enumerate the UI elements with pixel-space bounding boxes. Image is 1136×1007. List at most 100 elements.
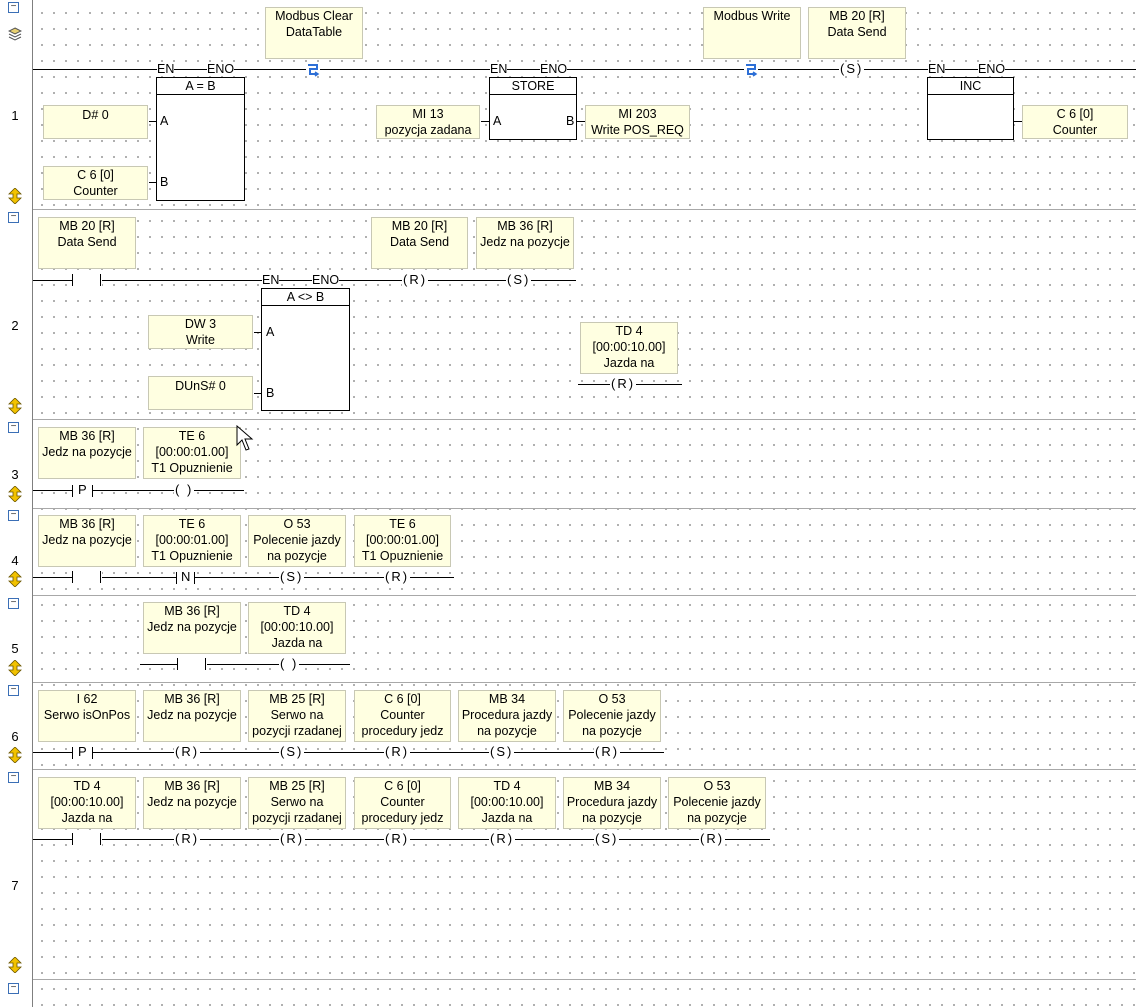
modbus-block-icon[interactable]	[743, 62, 759, 78]
vertical-resize-icon[interactable]	[8, 486, 22, 502]
collapse-minus-icon[interactable]: −	[8, 510, 19, 521]
layers-icon[interactable]	[8, 26, 22, 42]
pin-wire	[577, 121, 585, 122]
contact-variable[interactable]: MB 36 [R] Jedz na pozycje	[38, 515, 136, 567]
coil-variable[interactable]: C 6 [0] Counter procedury jedz	[354, 690, 451, 742]
compare-not-equal-block[interactable]: A <> B	[261, 288, 350, 411]
compare-equal-block[interactable]: A = B	[156, 77, 245, 201]
vertical-resize-icon[interactable]	[8, 957, 22, 973]
collapse-minus-icon[interactable]: −	[8, 598, 19, 609]
output-coil[interactable]: ( )	[279, 656, 300, 671]
input-variable[interactable]: C 6 [0] Counter	[43, 166, 148, 200]
branch-wire	[140, 664, 350, 665]
reset-coil[interactable]: (R)	[402, 272, 429, 287]
modbus-clear-label[interactable]: Modbus Clear DataTable	[265, 7, 363, 59]
vertical-resize-icon[interactable]	[8, 398, 22, 414]
reset-coil[interactable]: (R)	[384, 569, 411, 584]
power-rail	[33, 752, 664, 753]
reset-coil[interactable]: (R)	[610, 376, 637, 391]
normally-open-contact[interactable]	[72, 570, 102, 584]
normally-open-contact[interactable]	[72, 832, 102, 846]
collapse-minus-icon[interactable]: −	[8, 2, 19, 13]
set-coil[interactable]: (S)	[279, 744, 305, 759]
contact-variable[interactable]: MB 36 [R] Jedz na pozycje	[143, 602, 241, 654]
contact-variable[interactable]: MB 20 [R] Data Send	[38, 217, 136, 269]
pin-wire	[1014, 121, 1022, 122]
eno-label: ENO	[978, 62, 1006, 76]
modbus-write-label[interactable]: Modbus Write	[703, 7, 801, 59]
set-coil[interactable]: (S)	[489, 744, 515, 759]
reset-coil[interactable]: (R)	[384, 744, 411, 759]
vertical-resize-icon[interactable]	[8, 188, 22, 204]
contact-variable[interactable]: MB 36 [R] Jedz na pozycje	[38, 427, 136, 479]
output-variable[interactable]: C 6 [0] Counter	[1022, 105, 1128, 139]
coil-variable[interactable]: O 53 Polecenie jazdy na pozycje	[563, 690, 661, 742]
coil-variable[interactable]: C 6 [0] Counter procedury jedz	[354, 777, 451, 829]
coil-variable[interactable]: MB 36 [R] Jedz na pozycje	[476, 217, 574, 269]
block-title: A <> B	[262, 289, 349, 306]
collapse-minus-icon[interactable]: −	[8, 983, 19, 994]
coil-variable[interactable]: MB 36 [R] Jedz na pozycje	[143, 690, 241, 742]
mouse-pointer-icon	[236, 425, 254, 451]
set-coil[interactable]: (S)	[594, 831, 620, 846]
rung-separator	[33, 769, 1136, 770]
reset-coil[interactable]: (R)	[174, 831, 201, 846]
reset-coil[interactable]: (R)	[174, 744, 201, 759]
coil-variable[interactable]: TE 6 [00:00:01.00] T1 Opuznienie	[143, 427, 241, 479]
store-block[interactable]: STORE	[489, 77, 577, 140]
pin-a-label: A	[266, 325, 275, 339]
contact-variable[interactable]: TE 6 [00:00:01.00] T1 Opuznienie	[143, 515, 241, 567]
vertical-resize-icon[interactable]	[8, 660, 22, 676]
input-variable[interactable]: D# 0	[43, 105, 148, 139]
inc-block[interactable]: INC	[927, 77, 1014, 140]
set-coil[interactable]: (S)	[506, 272, 532, 287]
input-variable[interactable]: MI 13 pozycja zadana	[376, 105, 480, 139]
input-variable[interactable]: DW 3 Write	[148, 315, 253, 349]
rung-number-gutter	[0, 0, 33, 1007]
output-variable[interactable]: MI 203 Write POS_REQ	[585, 105, 690, 139]
pin-a-label: A	[160, 114, 169, 128]
positive-edge-contact[interactable]: P	[72, 745, 93, 759]
coil-variable[interactable]: MB 34 Procedura jazdy na pozycje	[458, 690, 556, 742]
normally-open-contact[interactable]	[72, 273, 102, 287]
negative-edge-contact[interactable]: N	[176, 570, 196, 584]
collapse-minus-icon[interactable]: −	[8, 685, 19, 696]
reset-coil[interactable]: (R)	[699, 831, 726, 846]
pin-wire	[254, 332, 262, 333]
rung-separator	[33, 979, 1136, 980]
rung-number: 1	[11, 108, 19, 123]
coil-variable[interactable]: TE 6 [00:00:01.00] T1 Opuznienie	[354, 515, 451, 567]
output-coil[interactable]: ( )	[174, 482, 195, 497]
coil-variable[interactable]: MB 34 Procedura jazdy na pozycje	[563, 777, 661, 829]
normally-open-contact[interactable]	[177, 657, 207, 671]
coil-variable[interactable]: MB 25 [R] Serwo na pozycji rzadanej	[248, 777, 346, 829]
coil-variable[interactable]: MB 20 [R] Data Send	[371, 217, 468, 269]
pin-b-label: B	[566, 114, 575, 128]
collapse-minus-icon[interactable]: −	[8, 772, 19, 783]
collapse-minus-icon[interactable]: −	[8, 212, 19, 223]
set-coil[interactable]: (S)	[279, 569, 305, 584]
reset-coil[interactable]: (R)	[384, 831, 411, 846]
positive-edge-contact[interactable]: P	[72, 483, 93, 497]
coil-variable[interactable]: TD 4 [00:00:10.00] Jazda na	[458, 777, 556, 829]
coil-variable[interactable]: TD 4 [00:00:10.00] Jazda na	[580, 322, 678, 374]
input-variable[interactable]: DUnS# 0	[148, 376, 253, 410]
pin-a-label: A	[493, 114, 502, 128]
coil-variable[interactable]: MB 25 [R] Serwo na pozycji rzadanej	[248, 690, 346, 742]
coil-variable[interactable]: O 53 Polecenie jazdy na pozycje	[248, 515, 346, 567]
pin-wire	[149, 121, 157, 122]
coil-variable[interactable]: MB 36 [R] Jedz na pozycje	[143, 777, 241, 829]
contact-variable[interactable]: I 62 Serwo isOnPos	[38, 690, 136, 742]
vertical-resize-icon[interactable]	[8, 747, 22, 763]
reset-coil[interactable]: (R)	[279, 831, 306, 846]
contact-variable[interactable]: TD 4 [00:00:10.00] Jazda na	[38, 777, 136, 829]
reset-coil[interactable]: (R)	[489, 831, 516, 846]
set-coil[interactable]: (S)	[839, 61, 865, 76]
vertical-resize-icon[interactable]	[8, 571, 22, 587]
coil-variable[interactable]: O 53 Polecenie jazdy na pozycje	[668, 777, 766, 829]
coil-variable[interactable]: TD 4 [00:00:10.00] Jazda na	[248, 602, 346, 654]
reset-coil[interactable]: (R)	[594, 744, 621, 759]
coil-variable[interactable]: MB 20 [R] Data Send	[808, 7, 906, 59]
modbus-block-icon[interactable]	[305, 62, 321, 78]
collapse-minus-icon[interactable]: −	[8, 422, 19, 433]
